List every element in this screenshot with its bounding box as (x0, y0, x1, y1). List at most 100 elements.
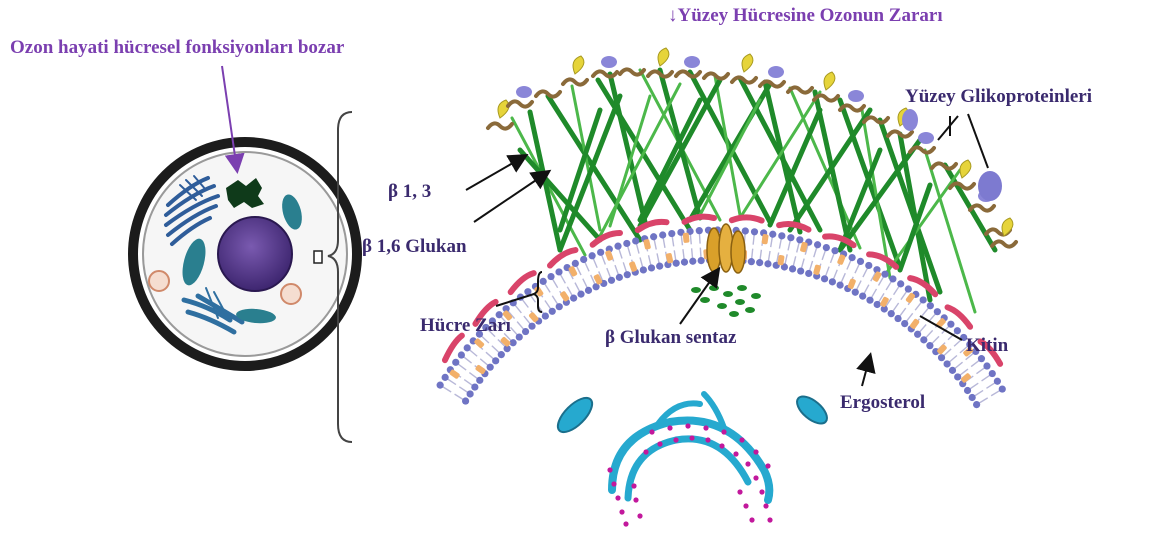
glycoprotein-large (978, 171, 1002, 201)
lipid-head (650, 233, 657, 240)
glycoprotein-purple (768, 66, 784, 78)
lipid-head (859, 293, 866, 300)
lipid-head (954, 373, 961, 380)
mannoprotein (888, 131, 912, 136)
lipid-head (914, 331, 921, 338)
lipid-head (943, 360, 950, 367)
glycoprotein-yellow (1002, 218, 1013, 236)
vesicle-dot (673, 437, 678, 442)
ergosterol-molecule (629, 261, 638, 272)
vesicle-dot (619, 509, 624, 514)
lipid-head (865, 262, 872, 269)
vesicle-dot (685, 423, 690, 428)
lipid-head (927, 302, 934, 309)
glycoprotein-purple (601, 56, 617, 68)
lipid-head (696, 227, 703, 234)
vesicle-dot (607, 467, 612, 472)
lipid-head (437, 382, 444, 389)
glycoprotein-label: Yüzey Glikoproteinleri (905, 87, 1092, 106)
mannoprotein (593, 71, 617, 76)
glucan-particles (691, 285, 761, 317)
lipid-head (597, 249, 604, 256)
lipid-head (467, 390, 474, 397)
lipid-head (814, 241, 821, 248)
vesicle-dot (689, 435, 694, 440)
glucan-synthase (707, 224, 745, 273)
lipid-head (866, 297, 873, 304)
lipid-head (673, 260, 680, 267)
lipid-head (821, 275, 828, 282)
lipid-head (837, 281, 844, 288)
lipid-head (471, 383, 478, 390)
lipid-head (849, 254, 856, 261)
lipid-head (492, 357, 499, 364)
glycoprotein-yellow (960, 160, 971, 178)
lipid-head (614, 243, 621, 250)
lipid-head (874, 301, 881, 308)
lipid-head (787, 234, 794, 241)
lipid-head (510, 339, 517, 346)
vesicle-dot (745, 461, 750, 466)
lipid-head (589, 252, 596, 259)
lipid-head (640, 266, 647, 273)
lipid-head (901, 320, 908, 327)
mannoprotein (488, 123, 512, 128)
lipid-head (897, 280, 904, 287)
glycoprotein-purple (918, 132, 934, 144)
beta16-label: β 1,6 Glukan (362, 237, 467, 256)
vesicle-dot (631, 483, 636, 488)
beta13-label: β 1, 3 (388, 182, 431, 201)
lipid-head (458, 351, 465, 358)
ozone-damage-label: Ozon hayati hücresel fonksiyonları bozar (10, 38, 344, 57)
lipid-head (805, 270, 812, 277)
lipid-head (888, 310, 895, 317)
mannoprotein (932, 163, 956, 168)
lipid-head (487, 364, 494, 371)
lipid-head (528, 323, 535, 330)
vacuole (149, 271, 169, 291)
mannoprotein (508, 101, 532, 106)
vesicle-dot (703, 425, 708, 430)
lipid-head (555, 268, 562, 275)
vesicle-dot (705, 437, 710, 442)
lipid-head (623, 240, 630, 247)
lipid-head (949, 367, 956, 374)
lipid-head (797, 267, 804, 274)
glycoprotein-yellow (824, 72, 835, 90)
vesicle-dot (753, 475, 758, 480)
lipid-head (570, 295, 577, 302)
mannoprotein (732, 77, 756, 82)
lipid-head (580, 256, 587, 263)
vesicle-dot (623, 521, 628, 526)
mannoprotein (704, 73, 728, 78)
lipid-head (464, 344, 471, 351)
lipid-head (789, 265, 796, 272)
lipid-head (889, 275, 896, 282)
lipid-head (881, 271, 888, 278)
lipid-head (549, 308, 556, 315)
glycoprotein-yellow (498, 100, 509, 118)
lipid-head (632, 237, 639, 244)
lipid-head (920, 336, 927, 343)
lipid-head (616, 274, 623, 281)
lipid-head (823, 244, 830, 251)
ergosterol-molecule (605, 250, 614, 261)
glucan-fiber (700, 100, 760, 215)
vesicle-dot (611, 481, 616, 486)
lipid-head (476, 377, 483, 384)
lipid-head (698, 257, 705, 264)
vesicle-dot (749, 517, 754, 522)
lipid-head (905, 285, 912, 292)
glucan-fiber (790, 110, 870, 230)
lipid-head (947, 321, 954, 328)
lipid-head (689, 258, 696, 265)
vesicle-dot (765, 463, 770, 468)
mitochondrion (552, 392, 597, 437)
chitin-fiber (732, 217, 762, 220)
vesicle-dot (637, 513, 642, 518)
lipid-head (577, 291, 584, 298)
organelles-lower (552, 392, 831, 527)
lipid-head (624, 271, 631, 278)
glycoprotein-yellow (742, 54, 753, 72)
